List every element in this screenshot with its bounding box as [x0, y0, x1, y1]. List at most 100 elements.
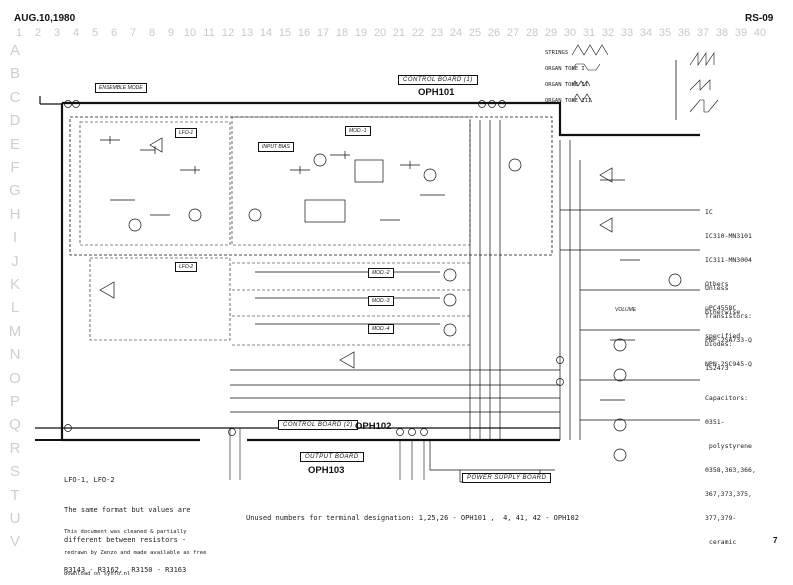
- schematic-drawing: [35, 44, 719, 483]
- note-line: Capacitors:: [705, 394, 749, 402]
- column-grid-label: 16: [297, 27, 311, 39]
- column-grid-label: 34: [639, 27, 653, 39]
- column-grid-label: 10: [183, 27, 197, 39]
- volume-label: VOLUME: [612, 306, 640, 314]
- output-board-code: OPH103: [308, 465, 345, 476]
- control-board-1-label: CONTROL BOARD (1): [398, 75, 478, 85]
- power-supply-board-label: POWER SUPPLY BOARD: [462, 473, 552, 483]
- ic-info-line: IC311-MN3004: [705, 256, 752, 264]
- column-grid-label: 26: [487, 27, 501, 39]
- column-grid-label: 33: [620, 27, 634, 39]
- row-grid-label: I: [12, 229, 18, 247]
- row-grid-label: R: [9, 439, 21, 457]
- note-line: download on synfo.nl: [64, 571, 131, 577]
- ensemble-mode-label: ENSEMBLE MODE: [95, 83, 147, 93]
- note-line: The same format but values are: [64, 506, 191, 514]
- column-grid-label: 38: [715, 27, 729, 39]
- note-line: 0351-: [705, 418, 725, 426]
- column-grid-label: 31: [582, 27, 596, 39]
- column-grid-label: 28: [525, 27, 539, 39]
- column-grid-label: 20: [373, 27, 387, 39]
- column-grid-label: 15: [278, 27, 292, 39]
- note-line: different between resistors -: [64, 536, 187, 544]
- row-grid-label: N: [9, 346, 21, 364]
- row-grid-label: V: [9, 533, 20, 551]
- diodes-note: Diodes: 1S2473: [705, 324, 732, 380]
- mod2-block-label: MOD.-2: [368, 268, 394, 278]
- column-grid-label: 3: [53, 27, 61, 39]
- control-board-2-label: CONTROL BOARD (2): [278, 420, 358, 430]
- waveform-organ1-label: ORGAN TONE I: [545, 66, 585, 72]
- row-grid-label: K: [9, 276, 20, 293]
- note-line: specified: [705, 332, 741, 340]
- column-grid-label: 32: [601, 27, 615, 39]
- column-grid-label: 5: [91, 27, 99, 39]
- note-line: otherwise: [705, 308, 741, 316]
- row-grid-label: S: [9, 463, 20, 481]
- note-line: 0358,363,366,: [705, 466, 756, 474]
- column-grid-label: 35: [658, 27, 672, 39]
- column-grid-label: 25: [468, 27, 482, 39]
- row-grid-label: C: [9, 88, 21, 106]
- column-grid-label: 1: [15, 27, 23, 39]
- waveform-organ2-label: ORGAN TONE II: [545, 82, 589, 88]
- column-grid-label: 2: [34, 27, 42, 39]
- row-grid-label: A: [9, 42, 20, 59]
- unused-terminals-note: Unused numbers for terminal designation:…: [246, 514, 579, 522]
- column-grid-label: 18: [335, 27, 349, 39]
- note-line: 377,379-: [705, 514, 737, 522]
- note-line: 367,373,375,: [705, 490, 752, 498]
- mod3-block-label: MOD.-3: [368, 296, 394, 306]
- row-grid-label: D: [9, 112, 21, 130]
- column-grid-label: 14: [259, 27, 273, 39]
- transistors-note: Transistors: PNP-2SA733-Q NPN-2SC945-Q: [705, 296, 752, 376]
- input-bias-label: INPUT BIAS: [258, 142, 294, 152]
- lfo1-block-label: LFO-1: [175, 128, 198, 138]
- note-line: NPN-2SC945-Q: [705, 360, 752, 368]
- row-grid-label: J: [11, 252, 19, 270]
- capacitors-note: Capacitors: 0351- polystyrene 0358,363,3…: [705, 378, 756, 554]
- column-grid-label: 11: [203, 27, 215, 39]
- column-grid-label: 19: [354, 27, 368, 39]
- waveform-organ3-label: ORGAN TONE III: [545, 98, 592, 104]
- control-board-1-code: OPH101: [418, 87, 455, 98]
- model-number: RS-09: [745, 13, 774, 24]
- row-grid-label: H: [9, 205, 21, 223]
- row-grid-label: G: [9, 182, 21, 200]
- column-grid-label: 12: [221, 27, 235, 39]
- note-line: Transistors:: [705, 312, 752, 320]
- row-grid-label: B: [9, 65, 20, 83]
- mod1-block-label: MOD.-1: [345, 126, 371, 136]
- row-grid-label: L: [10, 299, 20, 317]
- note-line: Unless: [705, 284, 729, 292]
- unless-specified-note: Unless otherwise specified: [705, 268, 740, 348]
- row-grid-label: T: [10, 486, 20, 504]
- document-date: AUG.10,1980: [14, 13, 76, 24]
- page-number: 7: [773, 536, 778, 545]
- row-grid-label: M: [8, 322, 22, 340]
- note-line: polystyrene: [705, 442, 752, 450]
- ic-info-title: IC: [705, 208, 713, 216]
- column-grid-label: 40: [753, 27, 767, 39]
- column-grid-label: 21: [392, 27, 406, 39]
- column-grid-label: 36: [677, 27, 691, 39]
- column-grid-label: 4: [72, 27, 80, 39]
- control-board-2-code: OPH102: [355, 421, 392, 432]
- lfo2-block-label: LFO-2: [175, 262, 198, 272]
- note-line: ceramic: [705, 538, 737, 546]
- column-grid-label: 9: [167, 27, 175, 39]
- column-grid-label: 27: [506, 27, 520, 39]
- column-grid-label: 24: [449, 27, 463, 39]
- column-grid-label: 39: [734, 27, 748, 39]
- row-grid-label: U: [9, 510, 21, 527]
- row-grid-label: P: [9, 393, 20, 410]
- note-line: 1S2473: [705, 364, 729, 372]
- ic-info: IC IC310-MN3101 IC311-MN3004 Others μPC4…: [705, 192, 752, 320]
- mod4-block-label: MOD.-4: [368, 324, 394, 334]
- column-grid-label: 22: [411, 27, 425, 39]
- ic-info-line: μPC4558C: [705, 304, 737, 312]
- row-grid-label: E: [9, 135, 20, 153]
- output-board-label: OUTPUT BOARD: [300, 452, 364, 462]
- row-grid-label: Q: [9, 416, 21, 434]
